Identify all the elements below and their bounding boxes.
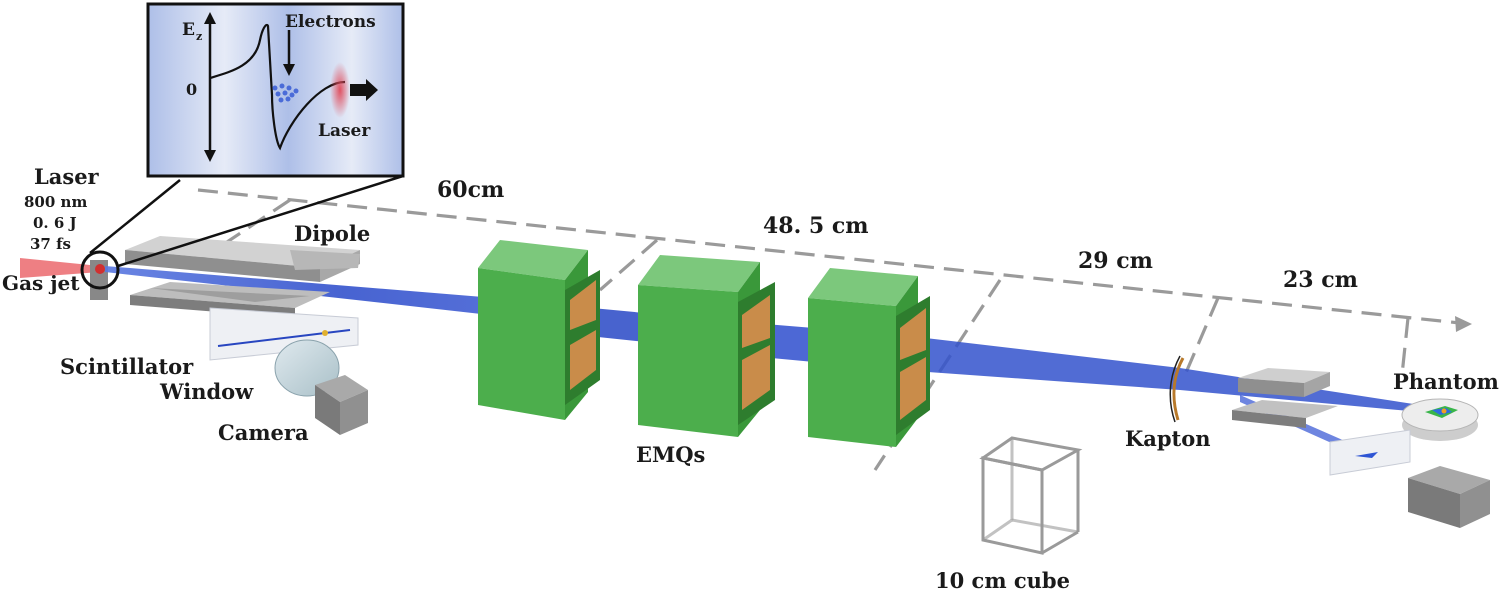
phantom	[1401, 398, 1479, 441]
camera-left	[315, 375, 368, 435]
distance-60cm: 60cm	[437, 177, 504, 203]
laser-input	[20, 258, 108, 300]
reference-cube	[979, 436, 1083, 555]
electron-bunch	[272, 83, 299, 103]
emqs-label: EMQs	[636, 442, 705, 467]
emq-1	[478, 240, 600, 420]
inset-electrons-label: Electrons	[285, 12, 376, 32]
kapton-label: Kapton	[1125, 426, 1211, 451]
distance-29cm: 29 cm	[1078, 248, 1153, 274]
camera-right	[1408, 466, 1490, 528]
emq-3	[808, 268, 930, 447]
inset-laser-label: Laser	[318, 121, 371, 141]
phantom-label: Phantom	[1393, 369, 1499, 394]
field-curve	[209, 23, 346, 151]
scintillator-right	[1329, 429, 1411, 476]
cube-label: 10 cm cube	[935, 568, 1070, 593]
scintillator-label: Scintillator	[60, 354, 194, 379]
wakefield-inset: E z 0 Electrons Laser	[146, 2, 405, 178]
inset-axis-subscript: z	[196, 30, 202, 43]
emq-2	[638, 255, 775, 437]
window-disc	[274, 339, 340, 397]
dipole-label: Dipole	[294, 221, 370, 246]
laser-energy: 0. 6 J	[33, 214, 77, 232]
second-dipole	[1232, 368, 1338, 428]
distance-48-5cm: 48. 5 cm	[763, 213, 869, 239]
laser-title: Laser	[34, 164, 100, 189]
inset-axis-label: E	[182, 20, 195, 40]
camera-label: Camera	[218, 420, 309, 445]
laser-wavelength: 800 nm	[24, 193, 87, 211]
gas-jet-label: Gas jet	[2, 271, 80, 295]
inset-zoom-lines	[80, 174, 404, 290]
inset-zero-label: 0	[186, 80, 197, 99]
window-label: Window	[159, 379, 254, 404]
laser-duration: 37 fs	[30, 235, 71, 253]
labels: Laser 800 nm 0. 6 J 37 fs Gas jet Dipole…	[2, 164, 1499, 593]
distance-23cm: 23 cm	[1283, 267, 1358, 293]
dipole-magnet	[125, 236, 360, 318]
kapton-foil	[1169, 355, 1185, 423]
